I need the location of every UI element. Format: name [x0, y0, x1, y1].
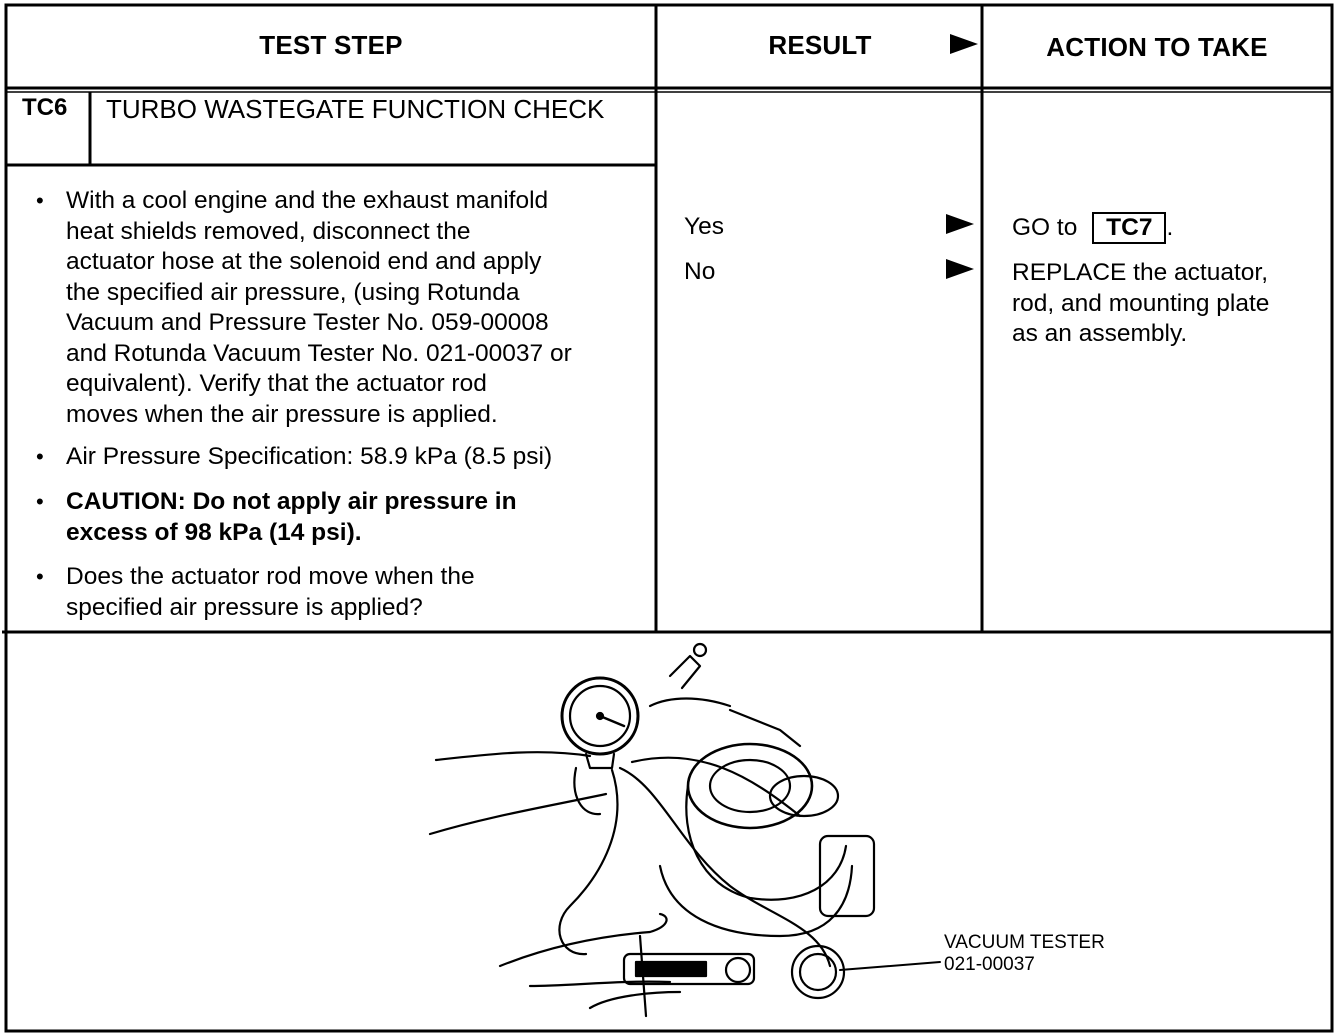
bullet-line: heat shields removed, disconnect the — [66, 217, 471, 245]
bullet-dot: • — [36, 564, 44, 589]
goto-suffix: . — [1166, 214, 1174, 241]
bullet-line: equivalent). Verify that the actuator ro… — [66, 370, 487, 397]
callout-line: 021-00037 — [944, 954, 1035, 975]
replace-line: as an assembly. — [1012, 320, 1188, 347]
header-test-step: TEST STEP — [259, 30, 403, 60]
bullet-line: CAUTION: Do not apply air pressure in — [66, 488, 517, 515]
bullet-line: With a cool engine and the exhaust manif… — [66, 187, 549, 214]
bullet-line: excess of 98 kPa (14 psi). — [66, 518, 362, 546]
goto-prefix: GO to — [1012, 214, 1078, 241]
header-result-arrow — [950, 34, 978, 54]
bullet-line: and Rotunda Vacuum Tester No. 021-00037 … — [66, 339, 572, 367]
step-code: TC6 — [22, 94, 68, 121]
replace-line: rod, and mounting plate — [1012, 289, 1270, 317]
result-no-arrow — [946, 259, 974, 279]
test-step-instructions: • With a cool engine and the exhaust man… — [0, 186, 656, 626]
bullet-line: actuator hose at the solenoid end and ap… — [66, 248, 542, 275]
header-action: ACTION TO TAKE — [1046, 32, 1268, 62]
goto-ref-box[interactable]: TC7 — [1092, 212, 1167, 244]
step-title: TURBO WASTEGATE FUNCTION CHECK — [106, 94, 605, 124]
bullet-dot: • — [36, 489, 44, 514]
result-no: No — [684, 258, 716, 285]
bullet-dot: • — [36, 444, 44, 469]
header-result: RESULT — [768, 30, 872, 60]
action-goto: GO to TC7. — [1012, 212, 1173, 244]
vacuum-tester-callout: VACUUM TESTER 021-00037 — [944, 932, 1105, 976]
result-yes: Yes — [684, 213, 724, 240]
result-yes-arrow — [946, 214, 974, 234]
bullet-line: Does the actuator rod move when the — [66, 563, 475, 590]
bullet-line: Air Pressure Specification: 58.9 kPa (8.… — [66, 443, 553, 470]
turbo-vacuum-test-illustration — [428, 642, 941, 1018]
replace-line: REPLACE the actuator, — [1012, 259, 1269, 286]
action-replace: REPLACE the actuator, rod, and mounting … — [1012, 258, 1269, 350]
bullet-line: moves when the air pressure is applied. — [66, 400, 498, 428]
bullet-line: Vacuum and Pressure Tester No. 059-00008 — [66, 309, 549, 336]
callout-line: VACUUM TESTER — [944, 932, 1105, 953]
bullet-dot: • — [36, 188, 44, 213]
bullet-line: the specified air pressure, (using Rotun… — [66, 278, 520, 306]
bullet-line: specified air pressure is applied? — [66, 593, 423, 621]
